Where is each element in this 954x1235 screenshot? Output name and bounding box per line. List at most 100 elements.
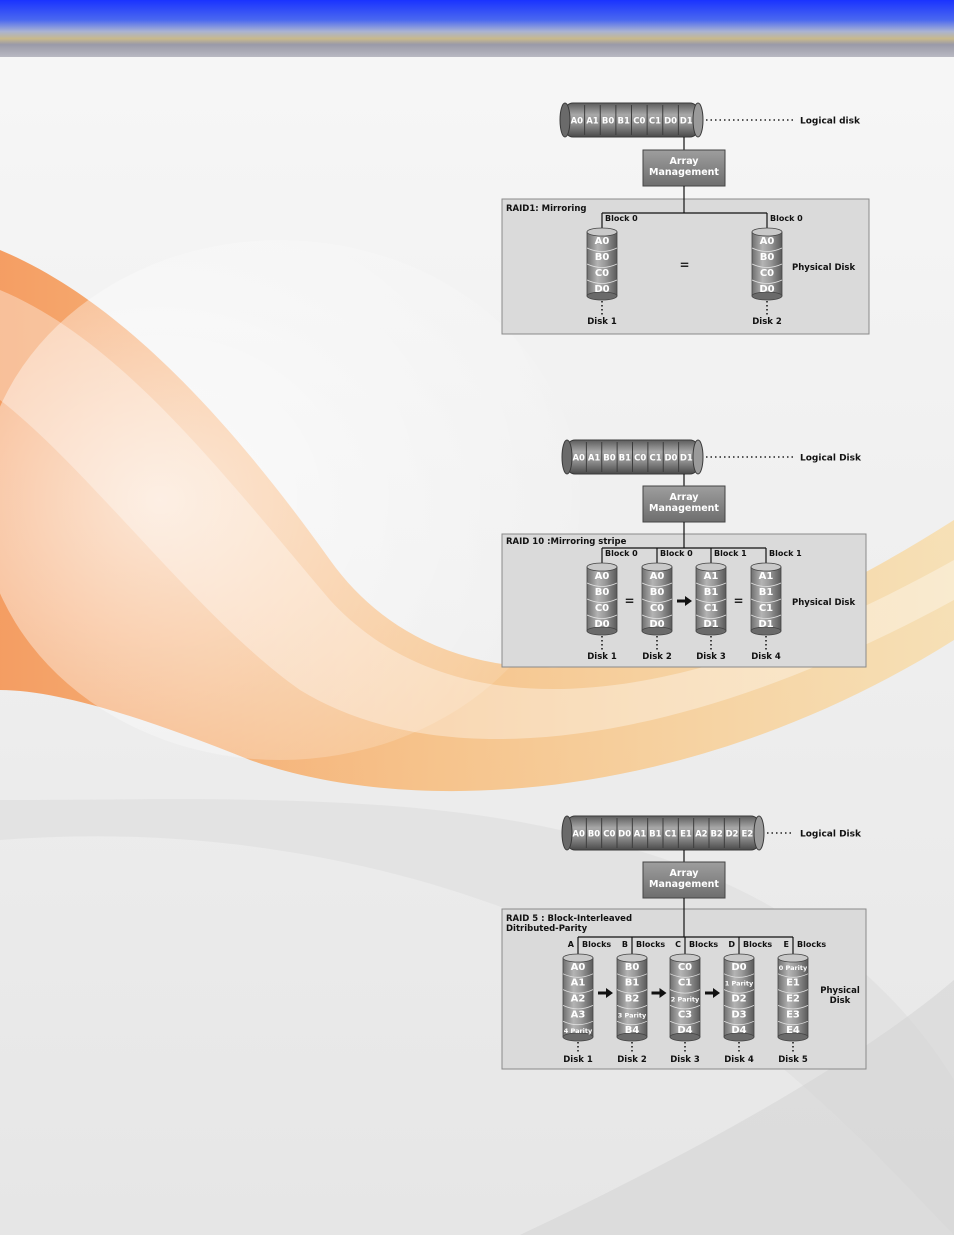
logical-block-label: C1 [649,454,661,464]
mirror-equals-sign: = [679,258,689,272]
disk-cell-label: D0 [759,284,774,295]
logical-disk-label: Logical Disk [800,454,862,464]
disk-cell-label: B0 [760,252,775,263]
disk-name-label: Disk 3 [696,652,726,662]
disk-cell-label: A1 [759,571,774,582]
block-label: Block 1 [714,549,747,558]
logical-block-label: B0 [602,117,614,127]
raid-panel-title: RAID 10 :Mirroring stripe [506,537,627,547]
block-label: Block 0 [660,549,693,558]
block-label: Blocks [797,940,826,949]
disk-cell-label: D4 [677,1025,692,1036]
disk-cell-label: B0 [650,587,665,598]
arrow-right-icon [651,988,667,998]
disk-cell-label: B1 [625,978,640,989]
logical-block-label: A0 [571,117,584,127]
block-letter-label: B [622,940,628,949]
disk-cell-label: 0 Parity [779,964,808,972]
disk-cell-label: A1 [704,571,719,582]
logical-disk-label: Logical disk [800,117,861,127]
logical-block-label: C0 [634,454,646,464]
logical-block-label: B1 [617,117,629,127]
disk-cell-label: 2 Parity [671,996,700,1004]
disk-cell-label: B0 [595,252,610,263]
disk-cell-label: A0 [650,571,665,582]
logical-block-label: B1 [649,830,661,840]
physical-disk-label: Physical [820,986,860,996]
block-label: Block 0 [770,214,803,223]
disk-cell-label: B0 [595,587,610,598]
disk-cell-label: 3 Parity [618,1011,647,1019]
block-label: Blocks [743,940,772,949]
disk-cell-label: B1 [704,587,719,598]
disk-cell-label: D0 [649,619,664,630]
disk-cell-label: C0 [678,962,692,973]
disk-name-label: Disk 1 [563,1055,593,1065]
disk-cell-label: D2 [731,994,746,1005]
disk-name-label: Disk 3 [670,1055,700,1065]
disk-name-label: Disk 2 [752,317,782,327]
logical-block-label: A1 [588,454,601,464]
logical-block-label: D0 [664,117,677,127]
disk-cell-label: B4 [625,1025,640,1036]
block-letter-label: E [784,940,789,949]
disk-cell-label: D4 [731,1025,746,1036]
array-management-label: Management [649,503,719,514]
array-management-label: Array [669,868,699,879]
array-management-label: Management [649,879,719,890]
raid-panel [501,198,870,335]
disk-cell-label: B1 [759,587,774,598]
logical-block-label: A1 [586,117,599,127]
disk-cell-label: A0 [571,962,586,973]
logical-block-label: A0 [572,454,585,464]
disk-cell-label: C0 [650,603,664,614]
logical-block-label: C1 [665,830,677,840]
logical-block-label: C1 [649,117,661,127]
block-label: Blocks [689,940,718,949]
disk-cell-label: B2 [625,994,640,1005]
disk-cell-label: D0 [594,284,609,295]
arrow-right-icon [677,596,692,606]
array-management-label: Array [669,492,699,503]
disk-name-label: Disk 2 [642,652,672,662]
logical-disk-label: Logical Disk [800,830,862,840]
logical-block-label: A0 [572,830,585,840]
block-letter-label: C [675,940,681,949]
block-letter-label: A [568,940,575,949]
disk-cell-label: C0 [595,603,609,614]
disk-cell-label: A2 [571,994,586,1005]
disk-name-label: Disk 5 [778,1055,808,1065]
logical-block-label: C0 [633,117,645,127]
physical-disk-label: Physical Disk [792,598,855,608]
disk-cell-label: E1 [786,978,800,989]
disk-name-label: Disk 2 [617,1055,647,1065]
logical-block-label: C0 [603,830,615,840]
disk-cell-label: A1 [571,978,586,989]
header-bar [0,0,954,57]
disk-name-label: Disk 1 [587,652,617,662]
block-label: Blocks [636,940,665,949]
disk-cell-label: C3 [678,1009,692,1020]
disk-cell-label: C1 [759,603,773,614]
array-management-label: Management [649,167,719,178]
array-management-label: Array [669,156,699,167]
disk-cell-label: A0 [760,236,775,247]
disk-cell-label: C1 [678,978,692,989]
arrow-right-icon [705,988,720,998]
disk-name-label: Disk 1 [587,317,617,327]
disk-cell-label: D3 [731,1009,746,1020]
block-label: Blocks [582,940,611,949]
